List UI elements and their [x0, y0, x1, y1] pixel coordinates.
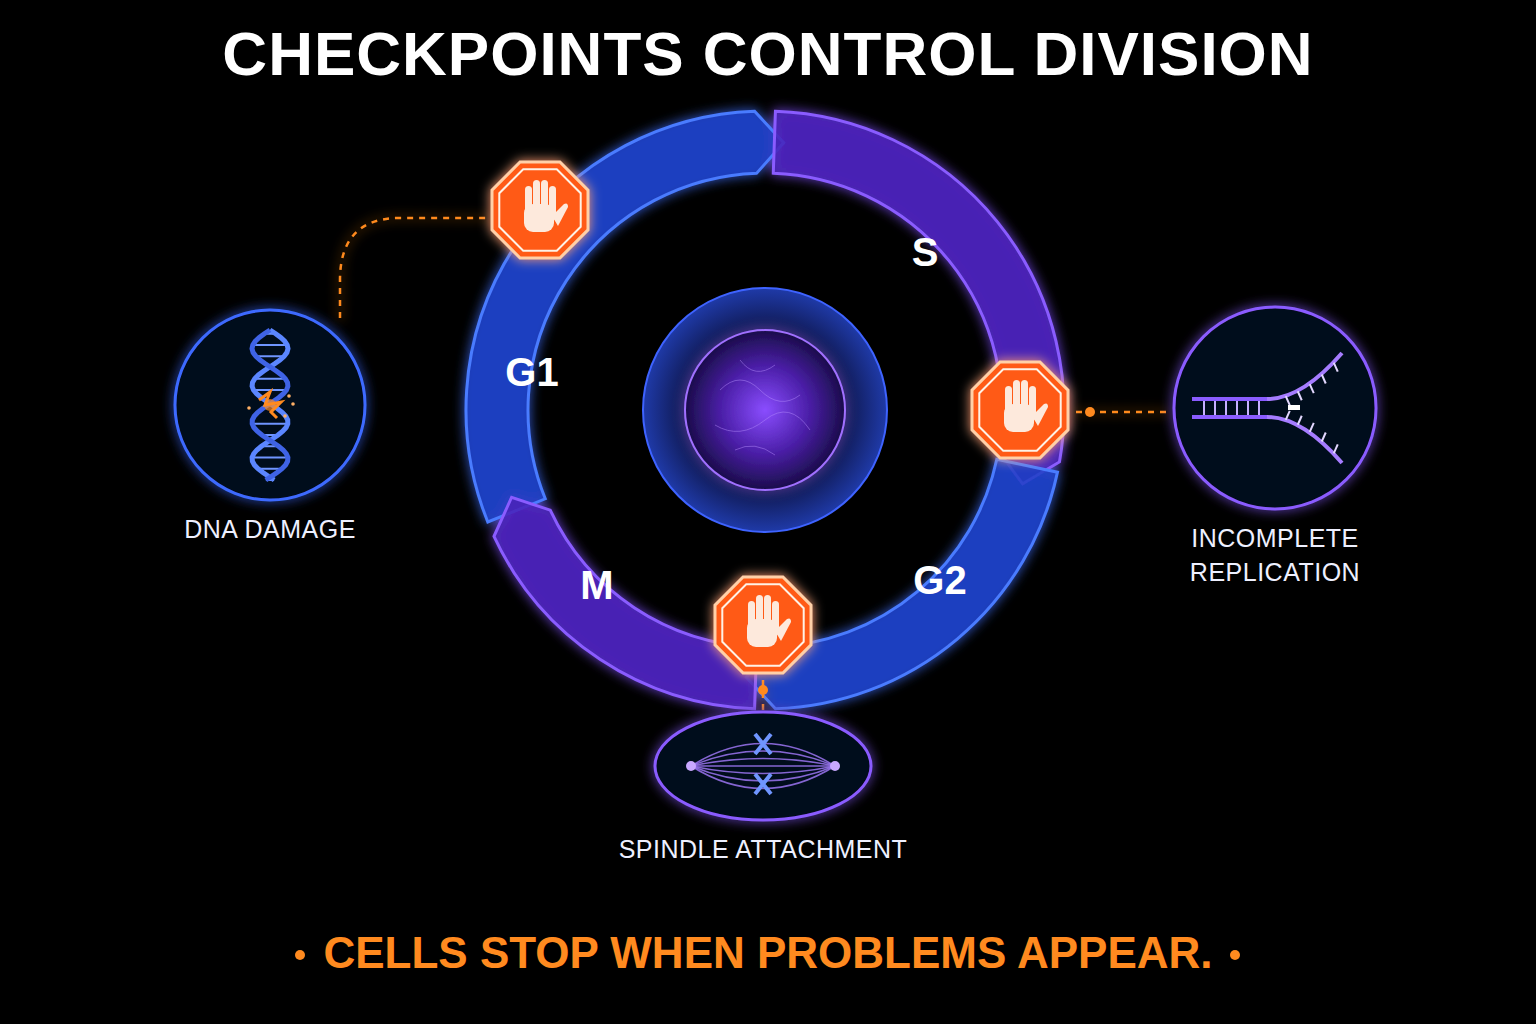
phase-label: M [580, 563, 613, 607]
spindle-oval: SPINDLE ATTACHMENT [653, 710, 873, 822]
dna-icon [247, 330, 295, 480]
node-label: SPINDLE ATTACHMENT [619, 832, 908, 866]
fork-icon [1192, 353, 1342, 463]
leader-lines [340, 218, 1170, 710]
stop-sign [715, 577, 811, 673]
spindle-icon [686, 734, 840, 794]
cell-membrane [643, 288, 887, 532]
stop-sign [972, 362, 1068, 458]
nucleus-texture [715, 360, 810, 455]
stop-sign [492, 162, 588, 258]
phase-label: S [912, 230, 939, 274]
phase-label: G1 [505, 350, 558, 394]
title: CHECKPOINTS CONTROL DIVISION [0, 18, 1536, 89]
node-label: DNA DAMAGE [184, 512, 356, 546]
replication-circle: INCOMPLETE REPLICATION [1172, 305, 1378, 511]
phase-label: G2 [913, 558, 966, 602]
node-outline [1172, 305, 1378, 511]
dna-damage-circle: DNA DAMAGE [173, 308, 367, 502]
node-outline [173, 308, 367, 502]
leader-dots [493, 213, 1095, 695]
node-label: INCOMPLETE REPLICATION [1175, 521, 1375, 589]
caption: CELLS STOP WHEN PROBLEMS APPEAR. [0, 928, 1536, 978]
node-outline [653, 710, 873, 822]
cell-nucleus [685, 330, 845, 490]
